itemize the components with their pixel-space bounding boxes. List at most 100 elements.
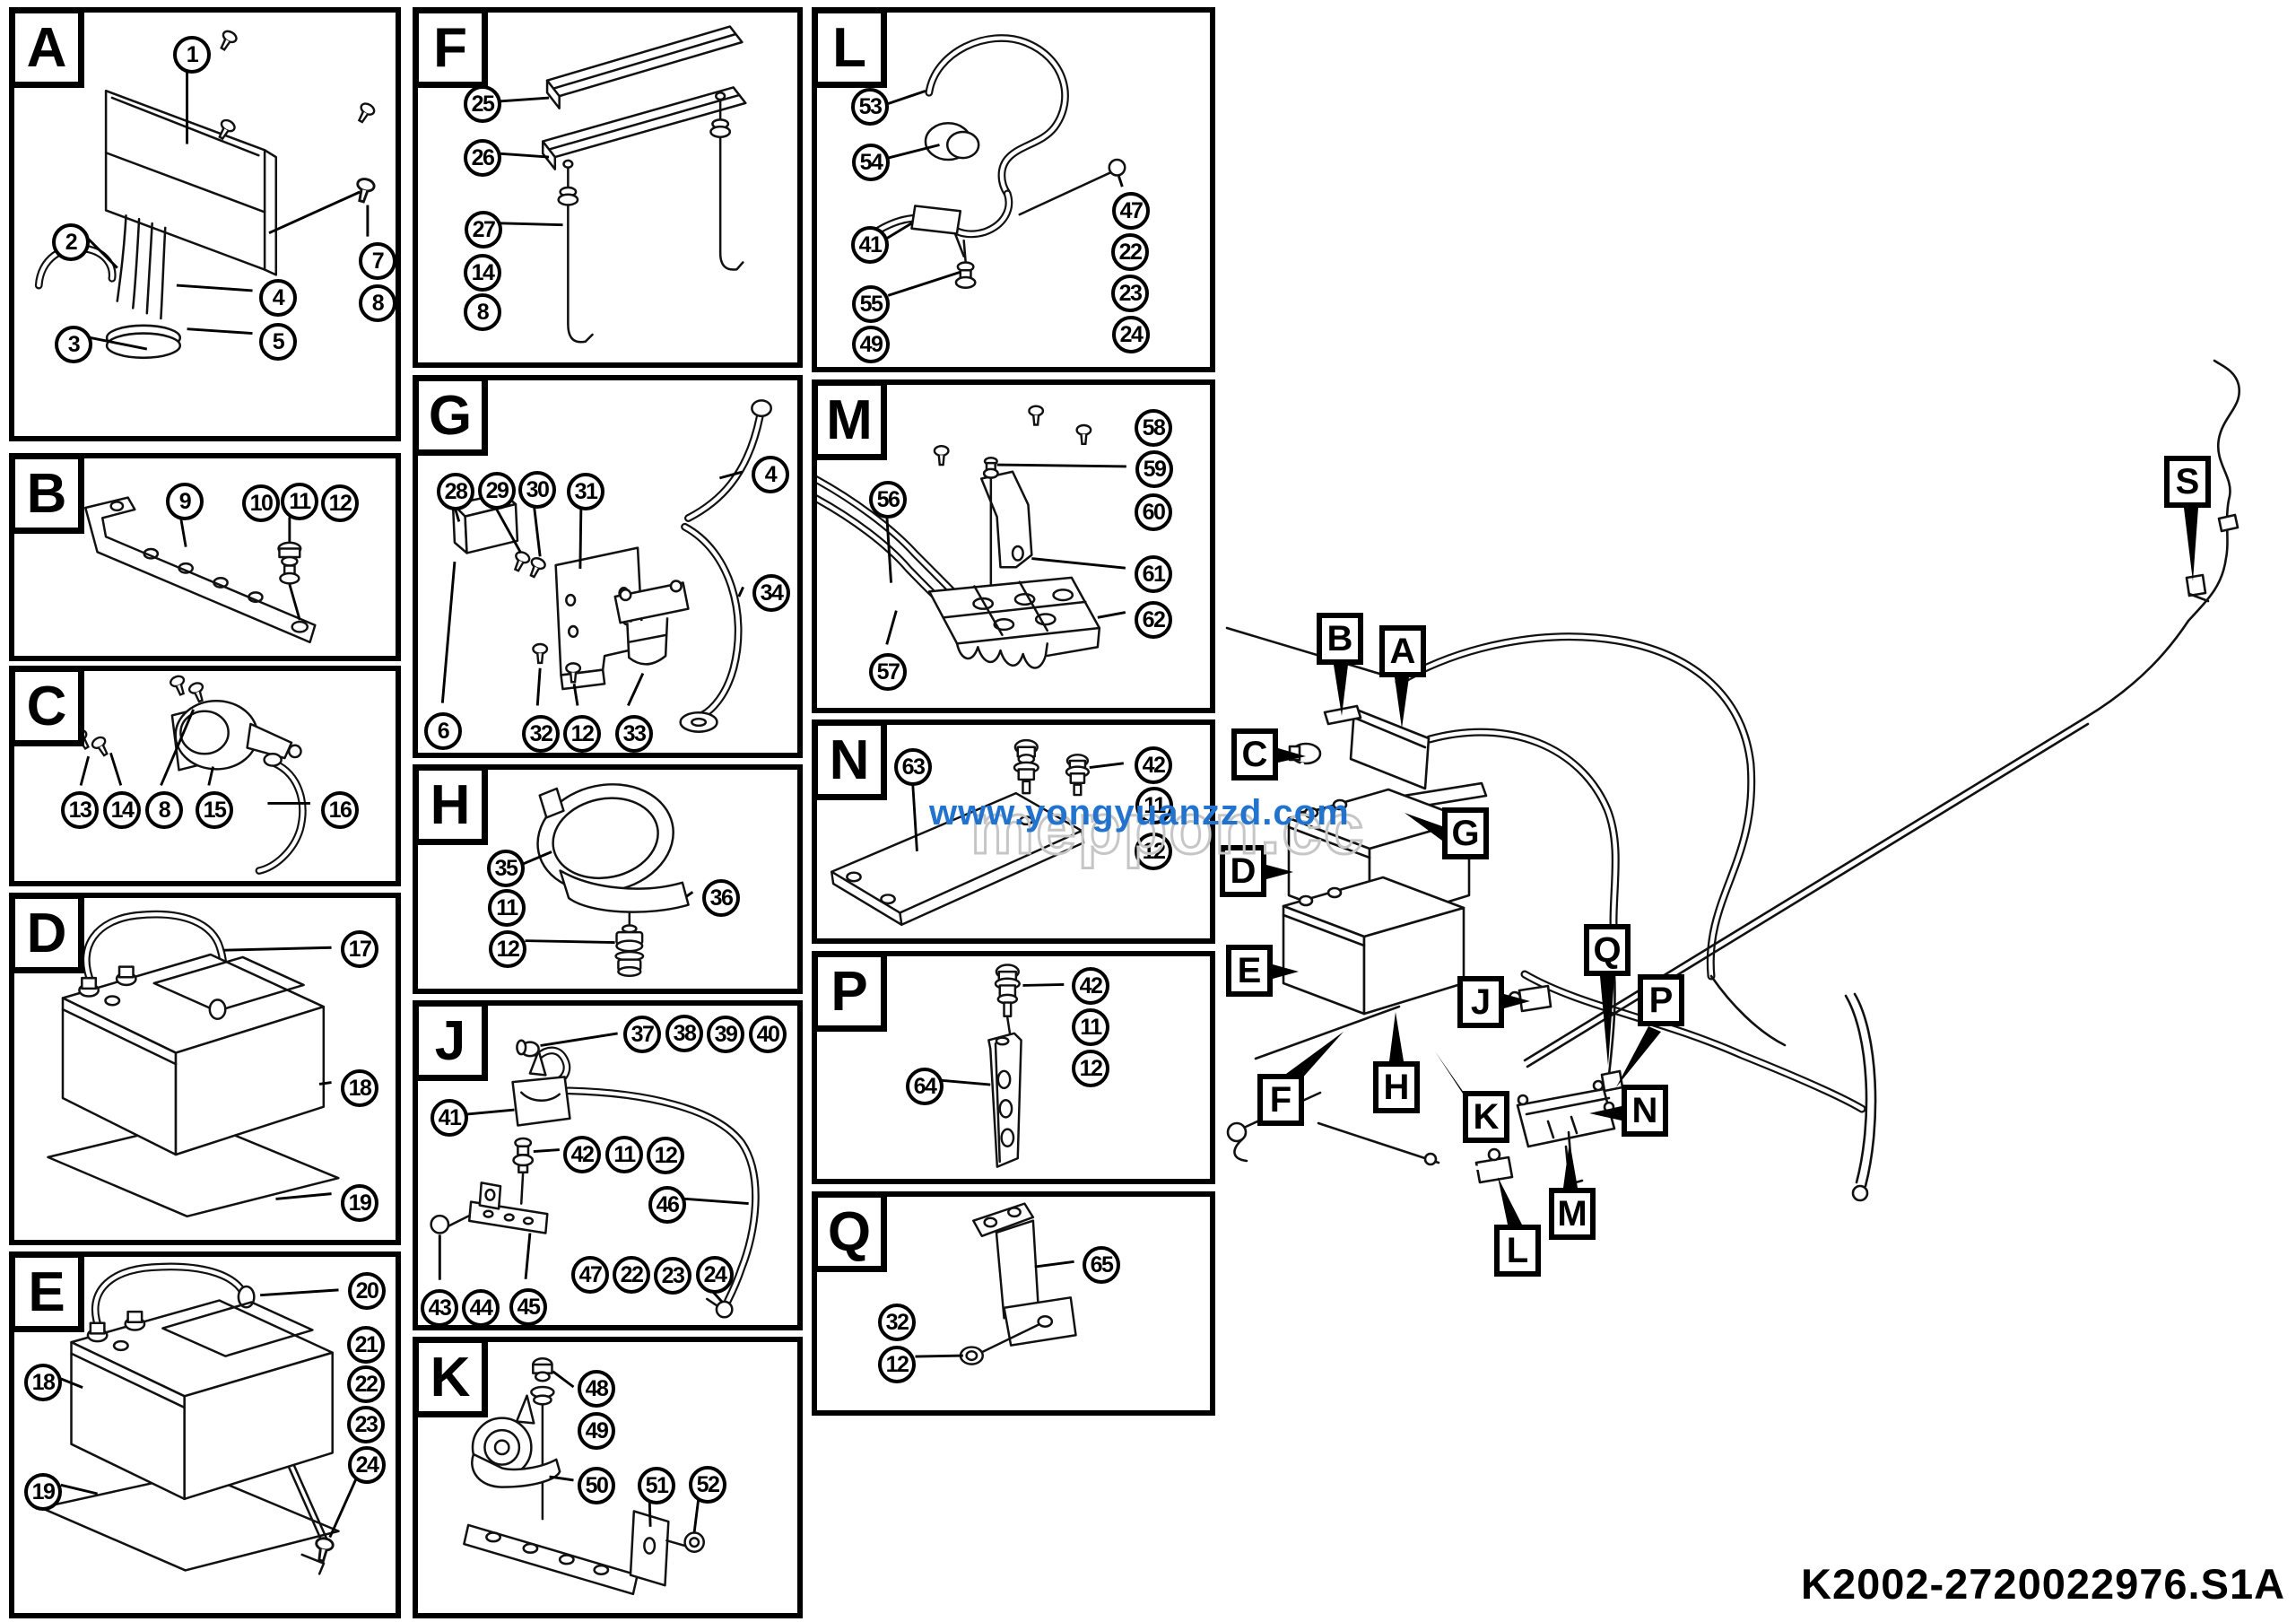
callout-47: 47 xyxy=(571,1256,609,1294)
callout-51: 51 xyxy=(638,1467,675,1504)
section-tag-p: P xyxy=(812,951,887,1032)
callout-63: 63 xyxy=(894,748,932,786)
callout-39: 39 xyxy=(707,1016,744,1053)
section-f-drawing xyxy=(499,25,747,344)
assembly-label-b: B xyxy=(1317,613,1363,665)
callout-19: 19 xyxy=(24,1473,62,1511)
callout-47: 47 xyxy=(1112,192,1150,230)
callout-23: 23 xyxy=(654,1257,691,1295)
section-tag-d: D xyxy=(9,893,84,973)
callout-22: 22 xyxy=(1111,233,1149,271)
callout-8: 8 xyxy=(359,284,396,322)
callout-41: 41 xyxy=(851,226,889,264)
callout-9: 9 xyxy=(166,483,204,520)
callout-10: 10 xyxy=(242,484,280,522)
callout-16: 16 xyxy=(321,791,359,829)
callout-35: 35 xyxy=(487,850,525,887)
callout-41: 41 xyxy=(430,1099,468,1137)
callout-20: 20 xyxy=(348,1272,386,1310)
assembly-label-l: L xyxy=(1494,1225,1541,1277)
section-box-j: J xyxy=(413,1000,803,1330)
section-tag-c: C xyxy=(9,666,84,746)
assembly-label-s: S xyxy=(2164,456,2211,508)
callout-64: 64 xyxy=(906,1068,944,1105)
callout-36: 36 xyxy=(702,879,740,917)
section-tag-h: H xyxy=(413,764,488,845)
section-tag-g: G xyxy=(413,375,488,456)
callout-12: 12 xyxy=(878,1346,916,1383)
section-tag-k: K xyxy=(413,1337,488,1417)
callout-23: 23 xyxy=(1111,275,1149,312)
section-tag-l: L xyxy=(812,7,887,88)
callout-7: 7 xyxy=(359,242,396,280)
callout-30: 30 xyxy=(518,471,556,509)
callout-54: 54 xyxy=(852,144,890,181)
callout-11: 11 xyxy=(281,483,318,520)
callout-12: 12 xyxy=(1072,1050,1109,1087)
callout-8: 8 xyxy=(464,293,501,331)
callout-1: 1 xyxy=(173,36,211,74)
section-tag-a: A xyxy=(9,7,84,88)
callout-43: 43 xyxy=(421,1289,458,1327)
section-h-drawing xyxy=(523,783,694,977)
callout-18: 18 xyxy=(341,1069,378,1107)
section-box-m: M xyxy=(812,379,1215,713)
callout-31: 31 xyxy=(567,473,604,510)
callout-5: 5 xyxy=(259,323,297,361)
callout-12: 12 xyxy=(1135,833,1172,870)
callout-48: 48 xyxy=(578,1370,615,1408)
callout-55: 55 xyxy=(852,285,890,323)
assembly-label-h: H xyxy=(1373,1061,1420,1113)
callout-37: 37 xyxy=(623,1016,661,1053)
callout-24: 24 xyxy=(696,1256,734,1294)
callout-46: 46 xyxy=(648,1186,686,1224)
callout-12: 12 xyxy=(321,484,359,522)
callout-38: 38 xyxy=(665,1015,703,1052)
callout-17: 17 xyxy=(341,930,378,968)
callout-62: 62 xyxy=(1135,601,1172,639)
assembly-label-a: A xyxy=(1379,625,1426,677)
section-tag-q: Q xyxy=(812,1191,887,1272)
callout-56: 56 xyxy=(869,481,907,519)
callout-27: 27 xyxy=(465,211,502,249)
callout-29: 29 xyxy=(478,472,516,510)
section-p-drawing xyxy=(941,964,1065,1168)
section-m-drawing xyxy=(817,405,1126,669)
section-tag-m: M xyxy=(812,379,887,460)
callout-53: 53 xyxy=(851,88,889,126)
callout-42: 42 xyxy=(563,1136,601,1173)
callout-60: 60 xyxy=(1135,493,1172,531)
section-g-drawing xyxy=(440,399,772,733)
callout-50: 50 xyxy=(578,1467,615,1504)
callout-3: 3 xyxy=(55,326,92,363)
section-tag-b: B xyxy=(9,453,84,534)
assembly-label-c: C xyxy=(1231,728,1278,780)
section-k-drawing xyxy=(463,1357,705,1596)
figure-code: K2002-2720022976.S1A xyxy=(1801,1560,2286,1608)
section-box-g: G xyxy=(413,375,803,758)
callout-11: 11 xyxy=(605,1136,643,1173)
callout-49: 49 xyxy=(852,326,890,363)
callout-15: 15 xyxy=(196,791,233,829)
assembly-label-k: K xyxy=(1463,1091,1509,1143)
callout-42: 42 xyxy=(1072,967,1109,1005)
section-tag-f: F xyxy=(413,7,488,88)
callout-58: 58 xyxy=(1135,409,1172,447)
section-e-drawing xyxy=(39,1262,359,1575)
section-b-drawing xyxy=(84,496,317,644)
assembly-label-e: E xyxy=(1226,945,1273,997)
callout-57: 57 xyxy=(869,653,907,691)
assembly-label-j: J xyxy=(1457,976,1504,1028)
callout-52: 52 xyxy=(689,1466,726,1504)
section-j-drawing xyxy=(430,1032,760,1319)
callout-13: 13 xyxy=(61,791,99,829)
